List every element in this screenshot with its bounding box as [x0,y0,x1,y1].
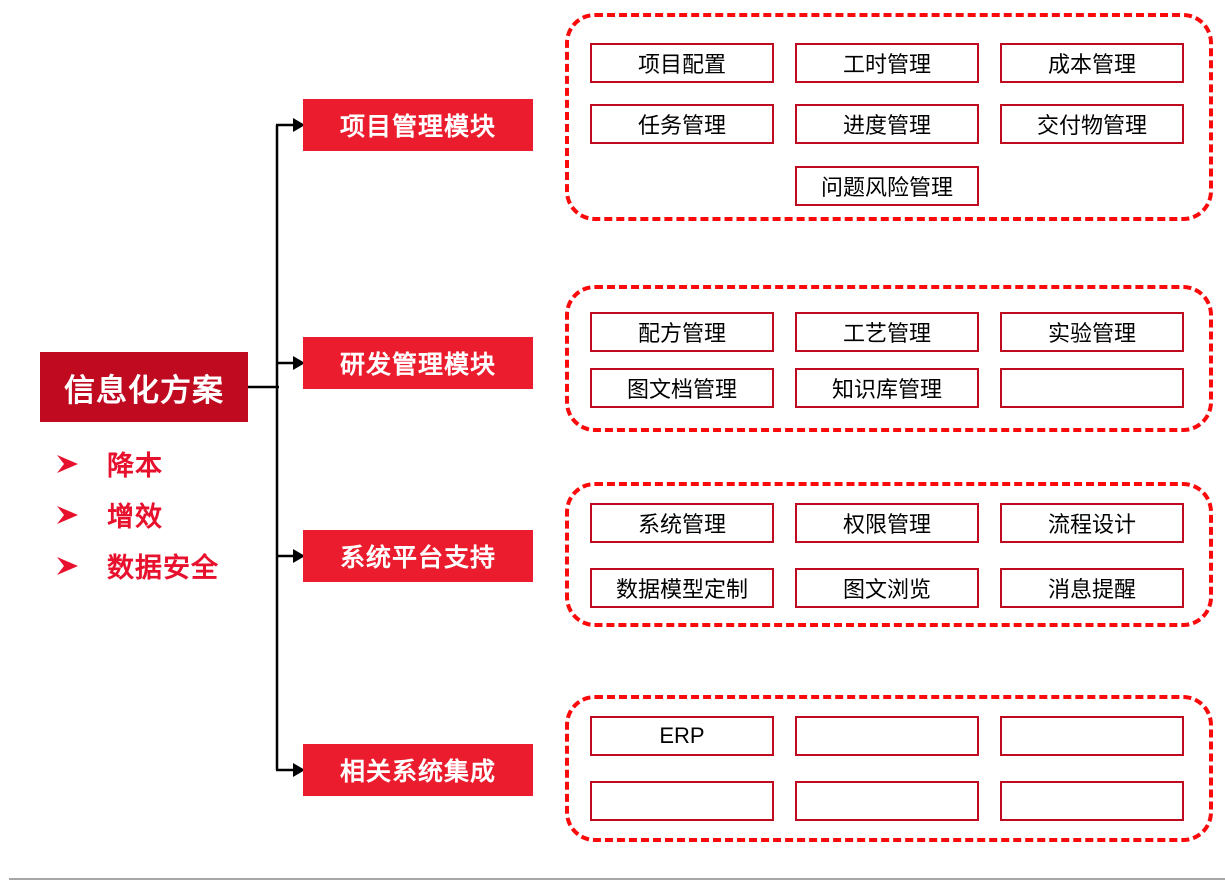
benefit-item: 降本 [56,438,219,489]
feature-box: 图文档管理 [590,368,774,408]
feature-label: 交付物管理 [1036,113,1147,138]
group-system-platform-items: 系统管理 权限管理 流程设计 数据模型定制 图文浏览 消息提醒 [565,482,1213,627]
feature-box-empty [795,781,979,821]
feature-box: 流程设计 [1000,503,1184,543]
feature-label: 进度管理 [842,113,931,138]
right-arrowhead-icon [57,556,78,575]
benefit-label: 降本 [107,451,163,481]
feature-label: 工艺管理 [842,321,931,346]
benefit-item: 数据安全 [56,540,219,591]
feature-label: 系统管理 [637,512,726,537]
feature-label: 成本管理 [1047,52,1136,77]
feature-label: 实验管理 [1047,321,1136,346]
group-system-integration-items: ERP [565,695,1213,842]
feature-box-empty [590,781,774,821]
group-rd-management-items: 配方管理 工艺管理 实验管理 图文档管理 知识库管理 [565,285,1213,432]
feature-box: 系统管理 [590,503,774,543]
module-project-management: 项目管理模块 [303,99,533,151]
feature-box: 配方管理 [590,312,774,352]
root-node-label: 信息化方案 [64,372,224,408]
bottom-divider [9,878,1225,880]
feature-label: 流程设计 [1047,512,1136,537]
feature-box: 任务管理 [590,104,774,144]
benefit-label: 数据安全 [107,553,219,583]
feature-label: ERP [659,723,705,748]
benefit-list: 降本 增效 数据安全 [56,438,219,591]
feature-box: 工艺管理 [795,312,979,352]
feature-box: 问题风险管理 [795,166,979,206]
feature-box: 权限管理 [795,503,979,543]
module-related-system-integration: 相关系统集成 [303,744,533,796]
module-label: 系统平台支持 [339,544,496,572]
feature-label: 问题风险管理 [820,175,953,200]
feature-box: ERP [590,716,774,756]
module-rd-management: 研发管理模块 [303,337,533,389]
feature-box: 知识库管理 [795,368,979,408]
feature-box: 进度管理 [795,104,979,144]
feature-label: 数据模型定制 [615,577,748,602]
feature-label: 配方管理 [637,321,726,346]
feature-box: 项目配置 [590,43,774,83]
feature-label: 任务管理 [637,113,726,138]
feature-label: 工时管理 [842,52,931,77]
feature-box: 工时管理 [795,43,979,83]
group-project-management-items: 项目配置 工时管理 成本管理 任务管理 进度管理 交付物管理 问题风险管理 [565,13,1213,221]
benefit-item: 增效 [56,489,219,540]
root-node: 信息化方案 [40,352,248,422]
feature-box: 交付物管理 [1000,104,1184,144]
feature-label: 消息提醒 [1047,577,1136,602]
module-system-platform-support: 系统平台支持 [303,530,533,582]
feature-box-empty [795,716,979,756]
module-label: 研发管理模块 [339,351,496,379]
feature-label: 知识库管理 [831,377,942,402]
module-label: 相关系统集成 [339,758,496,786]
feature-label: 图文档管理 [626,377,737,402]
module-label: 项目管理模块 [339,113,496,141]
right-arrowhead-icon [57,505,78,524]
feature-box-empty [1000,716,1184,756]
feature-label: 权限管理 [842,512,931,537]
feature-label: 项目配置 [637,52,726,77]
feature-box-empty [1000,781,1184,821]
benefit-label: 增效 [107,502,163,532]
feature-box: 成本管理 [1000,43,1184,83]
feature-label: 图文浏览 [842,577,931,602]
feature-box-empty [1000,368,1184,408]
feature-box: 图文浏览 [795,568,979,608]
feature-box: 消息提醒 [1000,568,1184,608]
feature-box: 实验管理 [1000,312,1184,352]
feature-box: 数据模型定制 [590,568,774,608]
right-arrowhead-icon [57,454,78,473]
